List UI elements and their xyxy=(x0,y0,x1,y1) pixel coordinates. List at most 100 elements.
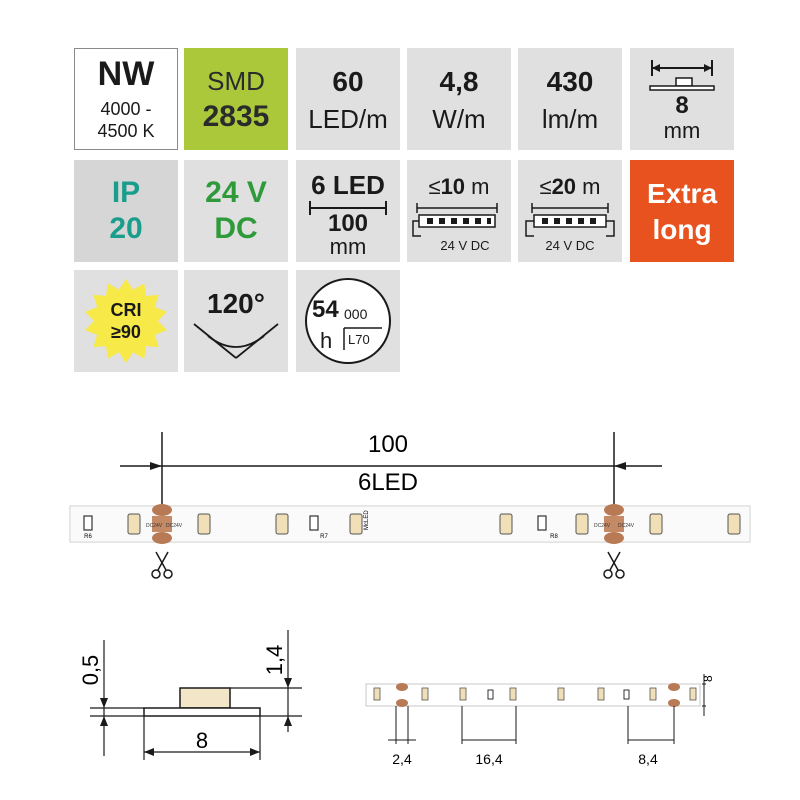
power-tile: 4,8 W/m xyxy=(407,48,511,150)
color-temp-range-1: 4000 - xyxy=(100,99,152,119)
strip-body xyxy=(69,505,751,543)
voltage-value: 24 V xyxy=(205,176,267,209)
small-strip-body xyxy=(365,683,701,707)
pcb-profile xyxy=(143,707,261,717)
small-led-chip-5 xyxy=(597,687,605,701)
cri-label: CRI xyxy=(110,300,142,320)
profile-cross-section: 1,4 0,5 8 xyxy=(78,630,302,760)
led-chip-0 xyxy=(127,513,141,535)
ip-label: IP xyxy=(111,176,141,209)
ip-rating-tile: IP 20 xyxy=(74,160,178,262)
width-tile: 8 mm xyxy=(630,48,734,150)
voltage-tile: 24 V DC xyxy=(184,160,288,262)
resistor-r7: R7 xyxy=(309,515,328,540)
small-led-chip-4 xyxy=(557,687,565,701)
pad-width-label: 2,4 xyxy=(392,751,412,767)
width-profile-icon xyxy=(649,60,715,91)
cut-pitch-label: 8,4 xyxy=(638,751,658,767)
color-temp-code: NW xyxy=(97,55,155,93)
small-pads-left xyxy=(396,683,408,707)
lifetime-value-small: 000 xyxy=(344,306,368,322)
small-led-chip-2 xyxy=(459,687,467,701)
scissors-icon-right xyxy=(603,551,625,579)
color-temp-tile: NW 4000 - 4500 K xyxy=(74,48,178,150)
strip-segment-drawing: 100 6LED DC24V DC24V DC24V DC24V R6 R7 R… xyxy=(69,431,751,579)
small-led-chip-1 xyxy=(421,687,429,701)
small-led-chips xyxy=(373,687,697,701)
single-feed-supply: 24 V DC xyxy=(440,238,490,253)
profile-width-label: 8 xyxy=(196,728,208,753)
double-feed-icon xyxy=(525,203,615,237)
solder-pads-right: DC24V DC24V xyxy=(594,504,635,544)
power-value: 4,8 xyxy=(439,66,479,97)
cri-starburst-icon xyxy=(85,279,167,363)
led-pitch-label: 16,4 xyxy=(475,751,502,767)
small-led-chip-7 xyxy=(689,687,697,701)
led-chip-7 xyxy=(727,513,741,535)
led-chip-2 xyxy=(275,513,289,535)
width-unit: mm xyxy=(663,118,701,143)
svg-text:R8: R8 xyxy=(550,534,558,540)
lifetime-value-big: 54 xyxy=(312,296,339,323)
svg-text:DC24V: DC24V xyxy=(618,523,635,529)
lifetime-rating: L70 xyxy=(348,332,370,347)
led-chip-3 xyxy=(349,513,363,535)
long-label: long xyxy=(652,214,712,245)
smd-chip-tile: SMD 2835 xyxy=(184,48,288,150)
segment-length: 100 xyxy=(327,210,369,237)
smd-code: 2835 xyxy=(202,100,270,133)
svg-text:DC24V: DC24V xyxy=(166,523,183,529)
cri-tile: CRI ≥90 xyxy=(74,270,178,372)
beam-angle-icon xyxy=(193,323,279,359)
segment-led-count: 6 LED xyxy=(311,170,385,200)
svg-text:R6: R6 xyxy=(84,534,92,540)
width-value: 8 xyxy=(675,92,689,119)
smd-label: SMD xyxy=(207,66,265,96)
double-feed-max: ≤20 m xyxy=(539,174,601,199)
solder-pads-left: DC24V DC24V xyxy=(146,504,183,544)
segment-unit: mm xyxy=(329,234,367,259)
flux-value: 430 xyxy=(546,66,594,97)
scissors-icon-left xyxy=(151,551,173,579)
brand-label: McLED xyxy=(364,510,370,530)
resistor-r6: R6 xyxy=(83,515,93,540)
beam-angle-value: 120° xyxy=(207,288,265,319)
power-unit: W/m xyxy=(432,104,486,134)
double-feed-supply: 24 V DC xyxy=(545,238,595,253)
single-feed-tile: ≤10 m 24 V DC xyxy=(407,160,511,262)
led-block-profile xyxy=(179,687,231,709)
resistor-r8: R8 xyxy=(537,515,558,540)
small-led-chip-0 xyxy=(373,687,381,701)
svg-text:DC24V: DC24V xyxy=(146,523,163,529)
led-density-value: 60 xyxy=(332,66,364,97)
extra-label: Extra xyxy=(646,178,718,209)
small-led-chip-3 xyxy=(509,687,517,701)
double-feed-tile: ≤20 m 24 V DC xyxy=(518,160,622,262)
flux-unit: lm/m xyxy=(541,104,599,134)
single-feed-max: ≤10 m xyxy=(428,174,490,199)
extra-long-tile: Extra long xyxy=(630,160,734,262)
segment-length-label: 100 xyxy=(368,431,408,458)
led-density-unit: LED/m xyxy=(308,104,388,134)
voltage-type: DC xyxy=(214,212,258,245)
small-led-chip-6 xyxy=(649,687,657,701)
led-chip-1 xyxy=(197,513,211,535)
led-chip-5 xyxy=(575,513,589,535)
height-total-label: 1,4 xyxy=(262,645,287,676)
lifetime-unit: h xyxy=(320,328,333,353)
lifetime-circle-icon xyxy=(305,278,391,364)
segment-led-label: 6LED xyxy=(358,469,418,496)
svg-text:DC24V: DC24V xyxy=(594,523,611,529)
cri-value: ≥90 xyxy=(111,322,141,342)
small-pads-right xyxy=(668,683,680,707)
led-chip-4 xyxy=(499,513,513,535)
segment-dimension-icon xyxy=(309,201,387,215)
segment-tile: 6 LED 100 mm xyxy=(296,160,400,262)
flux-tile: 430 lm/m xyxy=(518,48,622,150)
ip-value: 20 xyxy=(109,212,143,245)
color-temp-range-2: 4500 K xyxy=(97,121,155,141)
led-density-tile: 60 LED/m xyxy=(296,48,400,150)
strip-dimension-drawing: 8 2,4 16,4 8,4 xyxy=(365,674,715,767)
pcb-thickness-label: 0,5 xyxy=(78,655,103,686)
small-strip-width-label: 8 xyxy=(701,675,715,682)
